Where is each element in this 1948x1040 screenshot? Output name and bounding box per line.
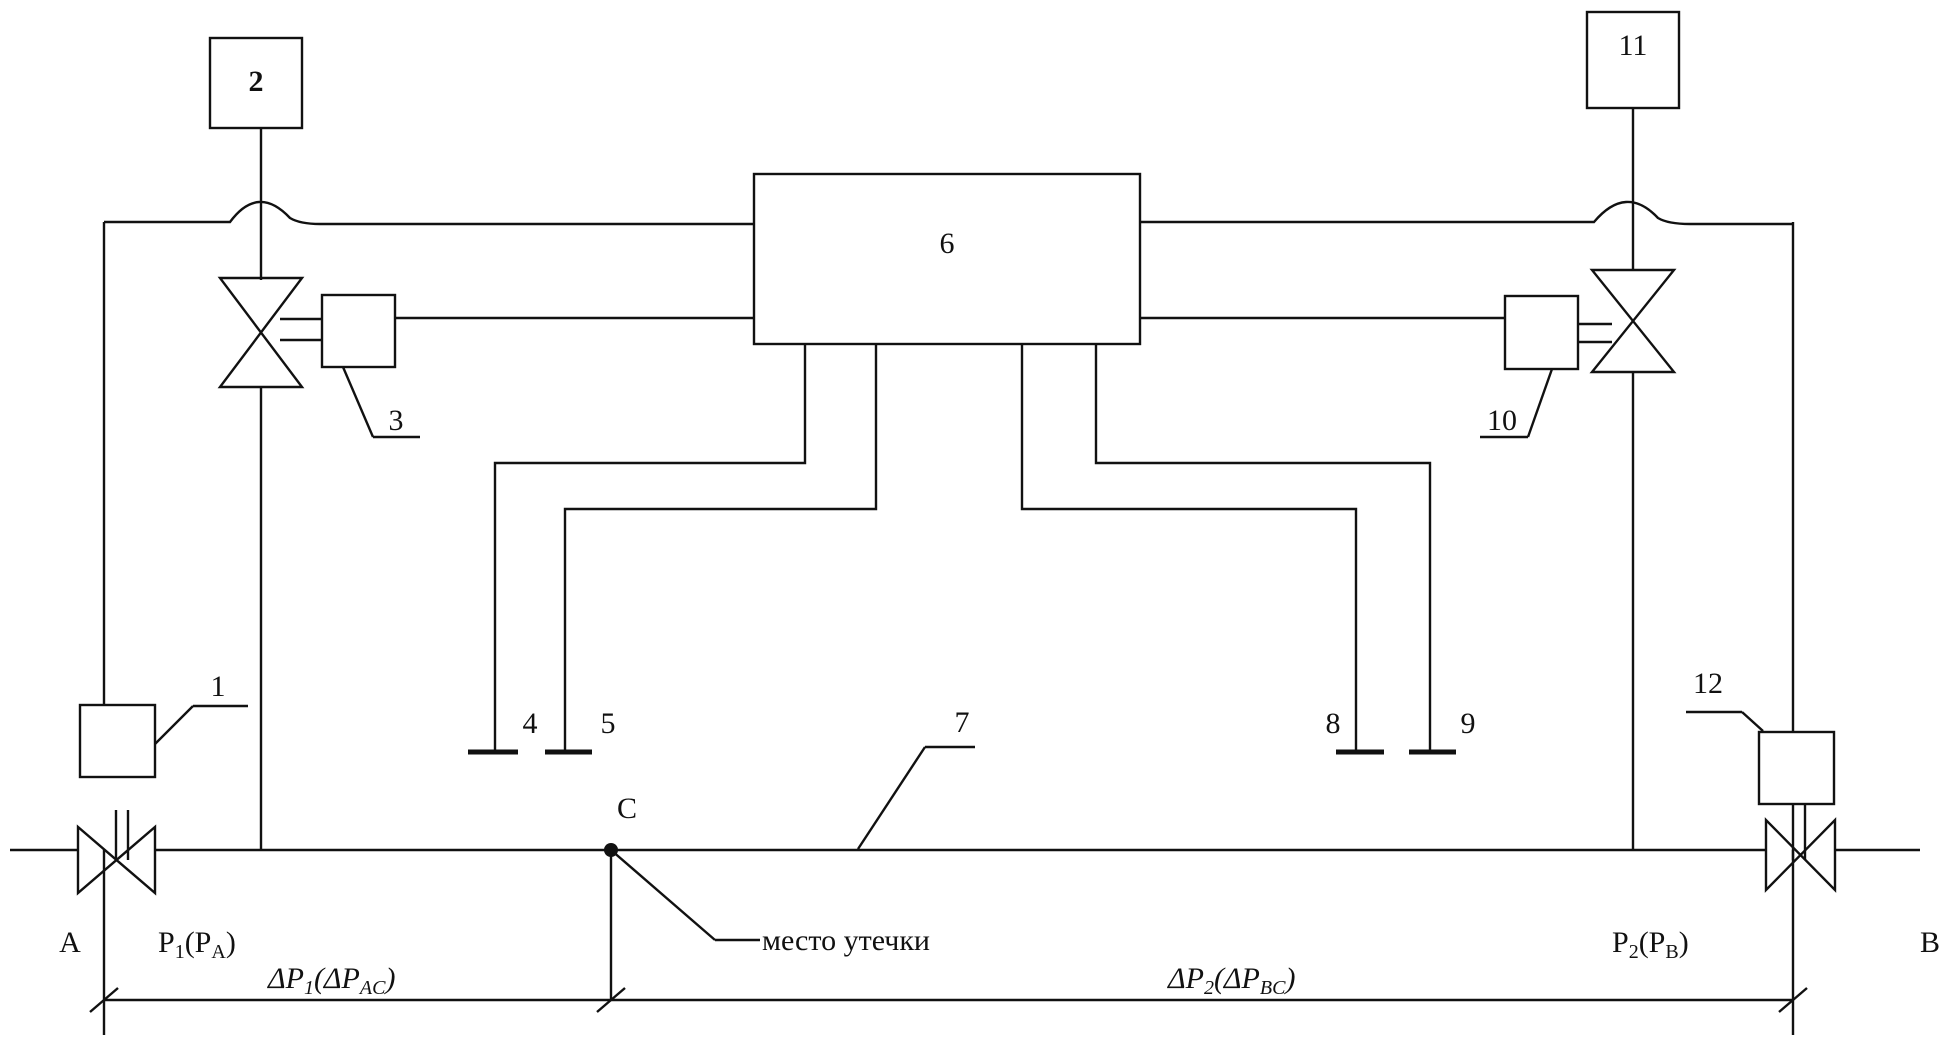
- p2-paren: (P: [1639, 926, 1666, 959]
- p1-paren: (P: [185, 926, 212, 959]
- dp2-main: ΔP: [1167, 962, 1204, 995]
- sensor-8-line: 8: [1020, 344, 1384, 755]
- dp2-paren: (ΔP: [1214, 962, 1260, 995]
- left-pipeline-valve: [76, 810, 157, 896]
- p1-main: P: [158, 926, 175, 959]
- dp1-paren: (ΔP: [314, 962, 360, 995]
- p1-close: ): [226, 926, 236, 959]
- label-c: C: [617, 792, 637, 825]
- sensor-5-line: 5: [545, 344, 878, 755]
- unit-10-block: 10: [1140, 294, 1580, 439]
- dp1-paren-sub: AC: [358, 977, 386, 999]
- label-4: 4: [523, 707, 538, 740]
- p2-paren-sub: B: [1665, 941, 1678, 963]
- dp2-paren-sub: BC: [1260, 977, 1286, 999]
- label-2: 2: [249, 65, 264, 98]
- label-11: 11: [1619, 29, 1648, 62]
- sensor-4-line: 4: [468, 344, 807, 755]
- label-8: 8: [1326, 707, 1341, 740]
- right-pipeline-valve: [1764, 805, 1837, 893]
- left-signal-line-top: [104, 200, 754, 226]
- dp2-close: ): [1283, 962, 1295, 995]
- unit-2-block: 2: [208, 36, 304, 280]
- unit-1-actuator: 1: [78, 222, 248, 779]
- unit-6-controller: 6: [752, 172, 1142, 346]
- leak-point-c: C место утечки: [604, 792, 930, 1000]
- label-10: 10: [1487, 404, 1517, 437]
- label-a: A: [59, 926, 81, 959]
- label-6: 6: [940, 227, 955, 260]
- p2-main: P: [1612, 926, 1629, 959]
- delta-p2-label: ΔP2(ΔPBC): [1167, 962, 1295, 999]
- dimension-line: [89, 850, 1808, 1035]
- p1-sub: 1: [175, 941, 185, 963]
- label-9: 9: [1461, 707, 1476, 740]
- unit-11-block: 11: [1585, 10, 1681, 270]
- right-control-valve: [1578, 268, 1677, 850]
- label-5: 5: [601, 707, 616, 740]
- dp2-sub: 2: [1204, 977, 1214, 999]
- unit-3-block: 3: [320, 293, 754, 439]
- right-signal-line-top: [1140, 200, 1793, 226]
- p2-close: ): [1679, 926, 1689, 959]
- label-b: B: [1920, 926, 1940, 959]
- unit-12-actuator: 12: [1686, 222, 1836, 806]
- label-12: 12: [1693, 667, 1723, 700]
- dp1-sub: 1: [304, 977, 314, 999]
- leak-location-label: место утечки: [762, 924, 930, 957]
- pressure-p1-label: P1(PA): [158, 926, 236, 963]
- sensor-9-line: 9: [1094, 344, 1476, 755]
- label-7: 7: [955, 706, 970, 739]
- left-control-valve: [217, 276, 322, 850]
- p2-sub: 2: [1629, 941, 1639, 963]
- label-3: 3: [389, 404, 404, 437]
- p1-paren-sub: A: [211, 941, 226, 963]
- label-1: 1: [211, 670, 226, 703]
- pressure-p2-label: P2(PB): [1612, 926, 1689, 963]
- dp1-close: ): [383, 962, 395, 995]
- pipeline-label-7: 7: [856, 706, 975, 850]
- dp1-main: ΔP: [267, 962, 304, 995]
- delta-p1-label: ΔP1(ΔPAC): [267, 962, 395, 999]
